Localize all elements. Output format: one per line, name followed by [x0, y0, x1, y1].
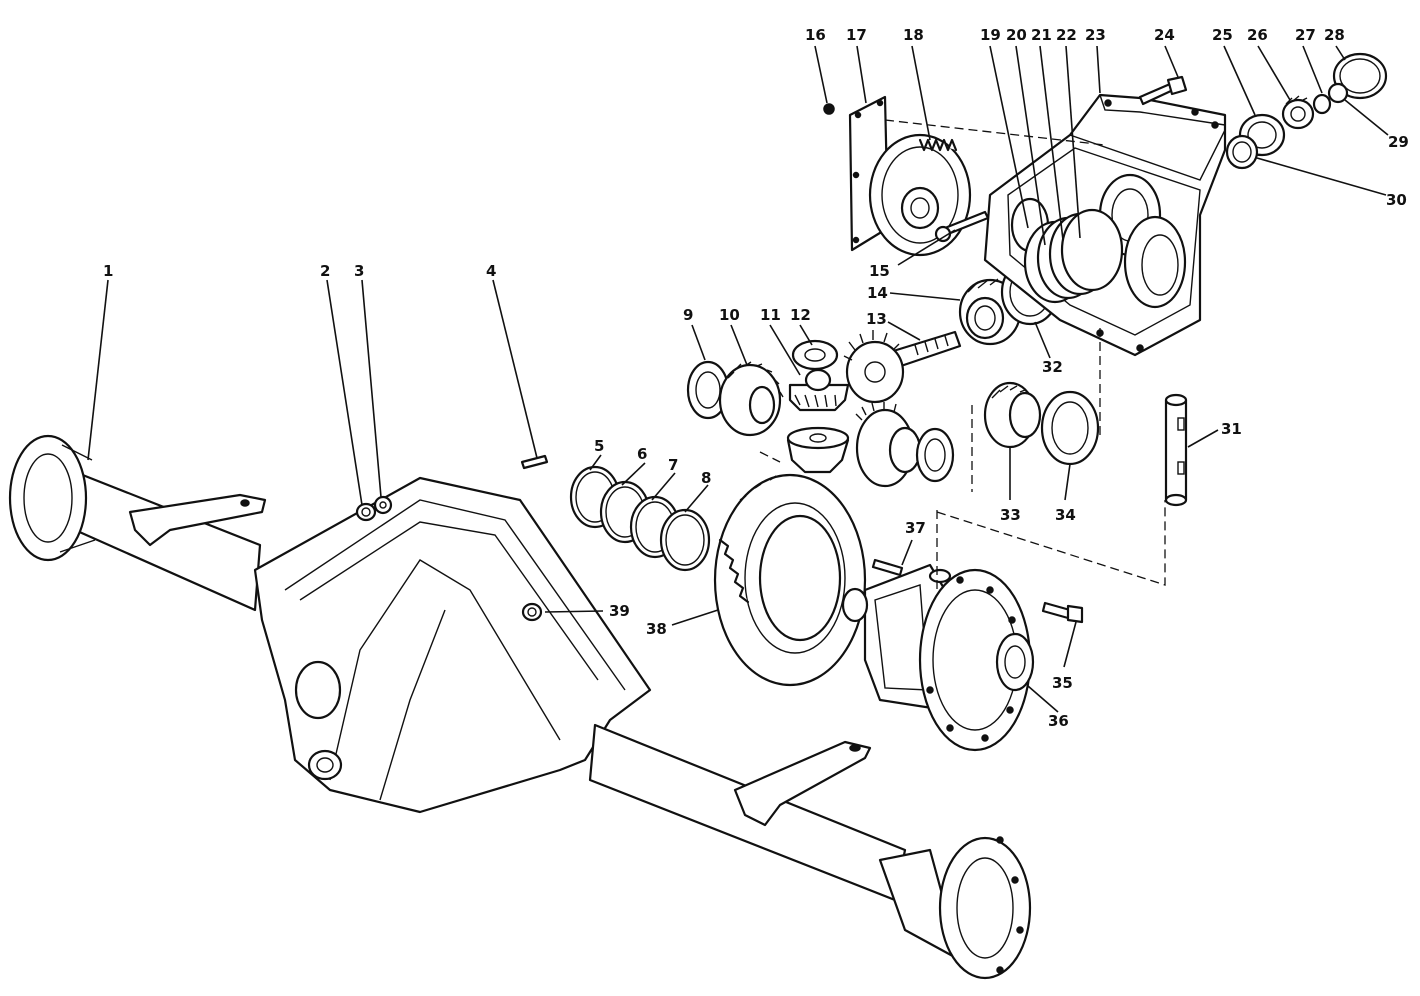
- callout-29: 29: [1388, 133, 1409, 151]
- drive-pinion: [843, 330, 962, 404]
- callout-5: 5: [594, 437, 604, 455]
- callout-2: 2: [320, 262, 330, 280]
- callout-39: 39: [609, 602, 630, 620]
- callout-19: 19: [980, 26, 1001, 44]
- callout-1: 1: [103, 262, 113, 280]
- callout-12: 12: [790, 306, 811, 324]
- thrust-washer-12: [791, 339, 839, 371]
- cross-shaft-31: [1164, 393, 1188, 507]
- callout-32: 32: [1042, 358, 1063, 376]
- bolt-35: [1041, 601, 1084, 624]
- side-gear-lower: [855, 402, 922, 488]
- callout-35: 35: [1052, 674, 1073, 692]
- callout-26: 26: [1247, 26, 1268, 44]
- filler-plug: [521, 602, 543, 622]
- washer-27: [1312, 93, 1332, 115]
- callout-20: 20: [1006, 26, 1027, 44]
- callout-31: 31: [1221, 420, 1242, 438]
- callout-21: 21: [1031, 26, 1052, 44]
- callout-17: 17: [846, 26, 867, 44]
- pinion-gear-lower: [786, 426, 850, 474]
- shim-8: [659, 508, 711, 572]
- callout-13: 13: [866, 310, 887, 328]
- ring-gear-38: [713, 473, 867, 687]
- callout-14: 14: [867, 284, 888, 302]
- thrust-washer-lower: [915, 427, 955, 483]
- callout-24: 24: [1154, 26, 1175, 44]
- callout-23: 23: [1085, 26, 1106, 44]
- callout-18: 18: [903, 26, 924, 44]
- callout-38: 38: [646, 620, 667, 638]
- breather-plug: [355, 502, 377, 522]
- circlip-28: [1332, 52, 1388, 100]
- callout-8: 8: [701, 469, 711, 487]
- alignment-lines: [759, 119, 1166, 590]
- callout-10: 10: [719, 306, 740, 324]
- stud-15: [934, 210, 990, 243]
- callout-36: 36: [1048, 712, 1069, 730]
- callout-25: 25: [1212, 26, 1233, 44]
- pinion-shims-19-22: [1010, 197, 1124, 304]
- lock-washer: [373, 495, 393, 515]
- axle-housing: [8, 434, 1032, 980]
- cover-plate-18: [868, 133, 972, 257]
- bearing-cup-34: [1040, 390, 1100, 466]
- callout-30: 30: [1386, 191, 1407, 209]
- pinion-gear-11: [788, 368, 850, 412]
- callout-27: 27: [1295, 26, 1316, 44]
- leader-lines: [87, 45, 1389, 713]
- callout-28: 28: [1324, 26, 1345, 44]
- callout-15: 15: [869, 262, 890, 280]
- clip-29: [1327, 82, 1349, 104]
- bearing-26: [1281, 95, 1315, 130]
- callout-3: 3: [354, 262, 364, 280]
- callout-11: 11: [760, 306, 781, 324]
- callout-9: 9: [683, 306, 693, 324]
- bearing-33: [983, 381, 1042, 449]
- pin-37: [871, 558, 904, 577]
- side-gear-10: [718, 361, 784, 437]
- callout-4: 4: [486, 262, 496, 280]
- callout-34: 34: [1055, 506, 1076, 524]
- callout-labels: 1 2 3 4 5 6 7 8 9 10 11 12 13 14 15 16 1…: [103, 26, 1409, 730]
- callout-22: 22: [1056, 26, 1077, 44]
- callout-33: 33: [1000, 506, 1021, 524]
- callout-7: 7: [668, 456, 678, 474]
- callout-37: 37: [905, 519, 926, 537]
- carrier-bolt-24: [1138, 75, 1188, 106]
- nut-16: [823, 103, 835, 115]
- callout-16: 16: [805, 26, 826, 44]
- bearing-cup-30: [1225, 134, 1259, 170]
- differential-case: [841, 563, 1035, 752]
- dowel-pin: [520, 454, 549, 470]
- callout-6: 6: [637, 445, 647, 463]
